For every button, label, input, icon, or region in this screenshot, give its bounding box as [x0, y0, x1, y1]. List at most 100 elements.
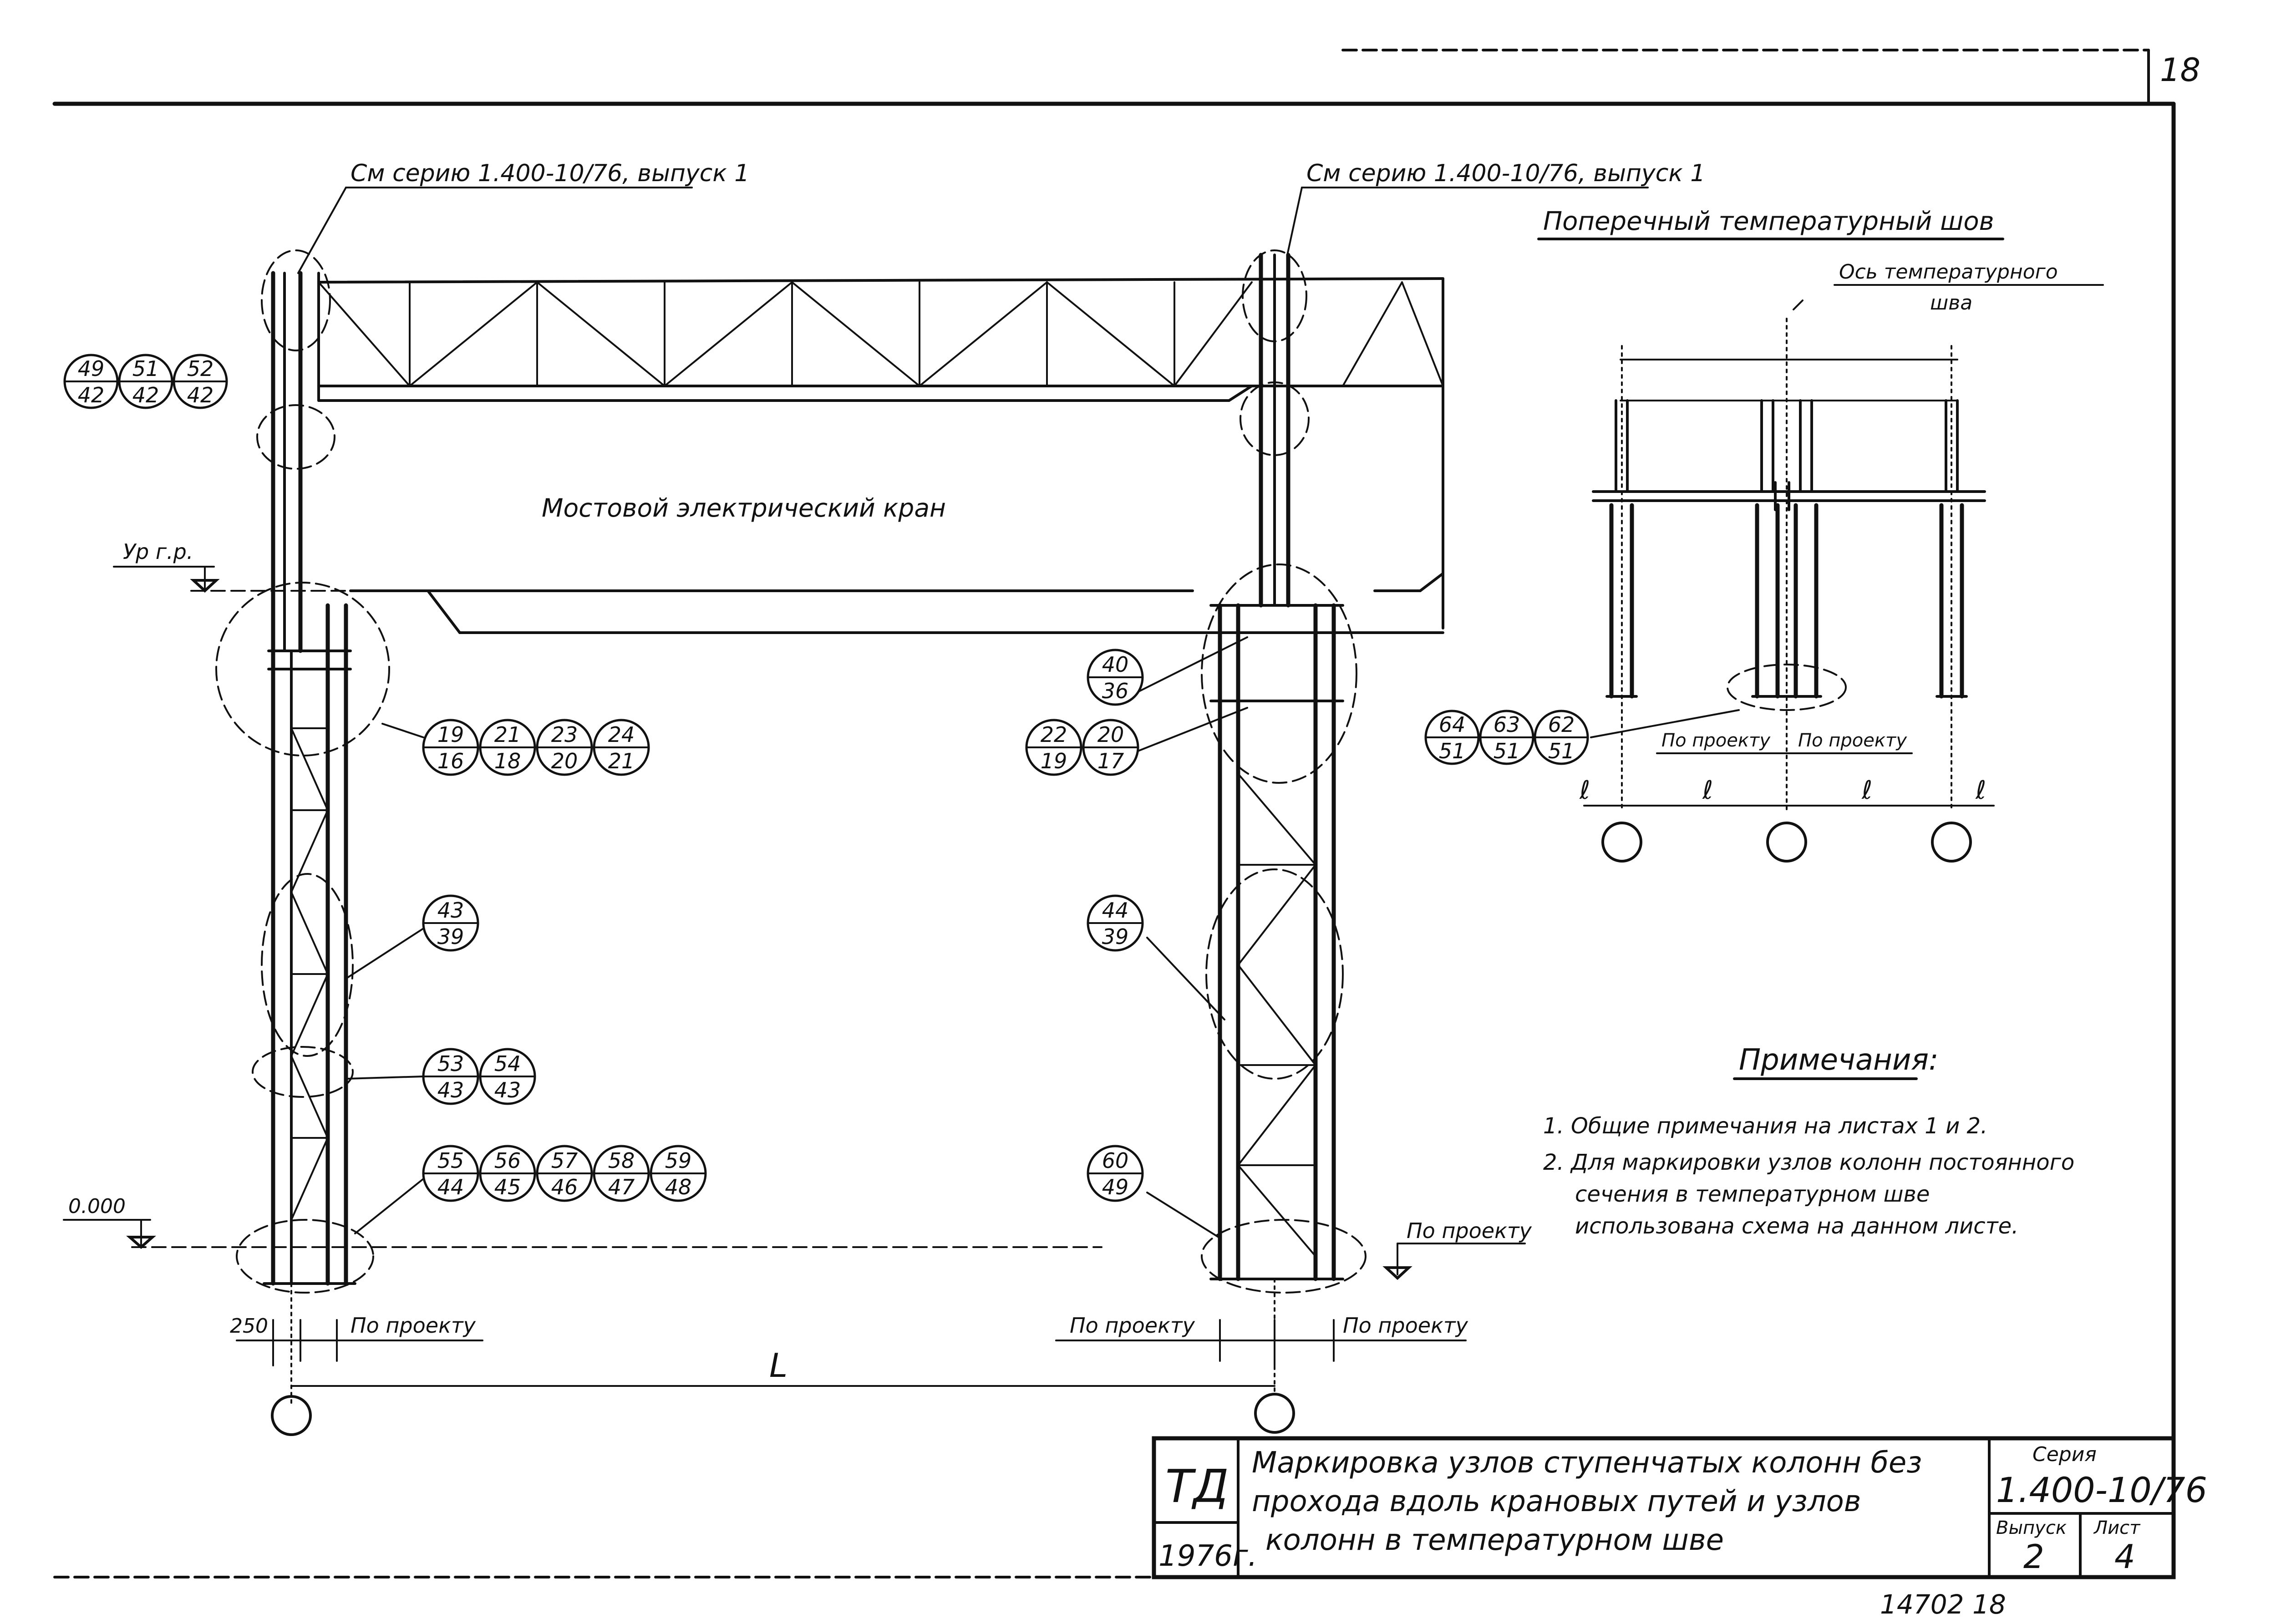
mark-top: 56 [494, 1148, 521, 1173]
mark-54-43: 54 43 [479, 1048, 536, 1105]
dim-po-proektu-right: По проекту [1343, 1313, 1468, 1338]
mark-top: 43 [437, 898, 464, 923]
mark-19-16: 19 16 [422, 719, 479, 776]
mark-top: 58 [608, 1148, 635, 1173]
dim-po-proektu-mid: По проекту [1070, 1313, 1195, 1338]
mark-top: 59 [665, 1148, 692, 1173]
bottom-stamp: 14702 18 [1880, 1589, 2006, 1620]
mark-group-j: 64 51 63 51 62 51 [1424, 710, 1589, 765]
mark-bottom: 39 [1102, 924, 1129, 949]
mark-group-i: 60 49 [1087, 1145, 1144, 1202]
note-2: 2. Для маркировки узлов колонн постоянно… [1543, 1150, 2074, 1175]
mark-49-42: 49 42 [63, 354, 119, 409]
mark-top: 64 [1439, 712, 1466, 737]
mark-bottom: 39 [437, 924, 464, 949]
notes: Примечания: 1. Общие примечания на листа… [1543, 1043, 2074, 1239]
mark-22-19: 22 19 [1025, 719, 1082, 776]
joint-axis-label-1: Ось температурного [1839, 260, 2058, 284]
callout-right-top-text: См серию 1.400-10/76, выпуск 1 [1306, 160, 1705, 187]
joint-po-proektu-left: По проекту [1661, 730, 1771, 751]
mark-20-17: 20 17 [1082, 719, 1139, 776]
joint-dim-l-1: ℓ [1579, 776, 1590, 805]
sheet-label: Лист [2093, 1517, 2141, 1538]
mark-top: 49 [78, 356, 105, 381]
mark-23-20: 23 20 [536, 719, 593, 776]
mark-group-a: 49 42 51 42 52 42 [63, 354, 228, 409]
mark-51-42: 51 42 [118, 354, 173, 409]
mark-bottom: 16 [437, 749, 464, 773]
mark-bottom: 17 [1097, 749, 1124, 773]
left-column [215, 249, 390, 1294]
issue-value: 2 [2023, 1538, 2044, 1576]
level-po-proektu-right-label: По проекту [1407, 1218, 1532, 1243]
series-value: 1.400-10/76 [1996, 1470, 2207, 1510]
mark-top: 40 [1102, 652, 1129, 677]
mark-bottom: 43 [437, 1078, 464, 1102]
mark-top: 55 [437, 1148, 464, 1173]
mark-top: 44 [1102, 898, 1129, 923]
mark-bottom: 43 [494, 1078, 521, 1102]
mark-43-39: 43 39 [422, 894, 479, 952]
mark-group-c: 43 39 [422, 894, 479, 952]
mark-58-47: 58 47 [593, 1145, 650, 1202]
mark-bottom: 42 [78, 383, 105, 407]
mark-bottom: 36 [1102, 679, 1129, 703]
mark-top: 22 [1041, 722, 1067, 747]
title-year: 1976г. [1158, 1539, 1257, 1573]
mark-bottom: 42 [132, 383, 159, 407]
mark-bottom: 45 [494, 1175, 521, 1199]
level-po-proektu-right: По проекту [1382, 1218, 1532, 1280]
notes-title: Примечания: [1739, 1043, 1939, 1077]
mark-bottom: 47 [608, 1175, 635, 1199]
mark-bottom: 44 [437, 1175, 464, 1199]
mark-21-18: 21 18 [479, 719, 536, 776]
joint-axis-label-2: шва [1930, 291, 1972, 315]
mark-bottom: 49 [1102, 1175, 1129, 1199]
mark-bottom: 42 [187, 383, 214, 407]
mark-top: 21 [494, 722, 521, 747]
mark-top: 24 [608, 722, 635, 747]
mark-top: 52 [187, 356, 214, 381]
roof-truss [317, 277, 1444, 629]
sheet-value: 4 [2114, 1538, 2135, 1576]
mark-group-h: 44 39 [1087, 894, 1144, 952]
mark-bottom: 46 [551, 1175, 578, 1199]
callout-left-top: См серию 1.400-10/76, выпуск 1 [297, 160, 749, 274]
mark-24-21: 24 21 [593, 719, 650, 776]
mark-bottom: 18 [494, 749, 521, 773]
mark-top: 20 [1097, 722, 1124, 747]
mark-bottom: 19 [1041, 749, 1067, 773]
note-1: 1. Общие примечания на листах 1 и 2. [1543, 1113, 1987, 1139]
mark-53-43: 53 43 [422, 1048, 479, 1105]
mark-bottom: 51 [1548, 739, 1575, 763]
title-line-2: прохода вдоль крановых путей и узлов [1252, 1485, 1861, 1518]
mark-bottom: 48 [665, 1175, 692, 1199]
mark-57-46: 57 46 [536, 1145, 593, 1202]
right-column [1201, 249, 1367, 1294]
note-3: сечения в температурном шве [1575, 1182, 1930, 1207]
dim-250: 250 [230, 1314, 268, 1338]
mark-63-51: 63 51 [1479, 710, 1534, 765]
callout-right-top: См серию 1.400-10/76, выпуск 1 [1286, 160, 1705, 256]
level-zero-label: 0.000 [68, 1195, 126, 1218]
mark-top: 53 [437, 1051, 464, 1076]
joint-title: Поперечный температурный шов [1543, 207, 1994, 236]
mark-40-36: 40 36 [1087, 649, 1144, 706]
mark-top: 51 [132, 356, 159, 381]
dim-L: L [769, 1346, 787, 1385]
mark-top: 60 [1102, 1148, 1129, 1173]
mark-52-42: 52 42 [173, 354, 228, 409]
note-4: использована схема на данном листе. [1575, 1213, 2018, 1239]
dim-po-proektu-left: По проекту [351, 1313, 476, 1338]
series-label: Серия [2032, 1443, 2097, 1466]
callout-left-top-text: См серию 1.400-10/76, выпуск 1 [351, 160, 749, 187]
mark-60-49: 60 49 [1087, 1145, 1144, 1202]
joint-dim-l-2: ℓ [1702, 776, 1713, 805]
mark-56-45: 56 45 [479, 1145, 536, 1202]
mark-44-39: 44 39 [1087, 894, 1144, 952]
joint-dim-l-3: ℓ [1861, 776, 1872, 805]
level-zero: 0.000 [63, 1195, 1102, 1249]
mark-top: 19 [437, 722, 464, 747]
mark-64-51: 64 51 [1424, 710, 1480, 765]
mark-group-f: 40 36 [1087, 649, 1144, 706]
